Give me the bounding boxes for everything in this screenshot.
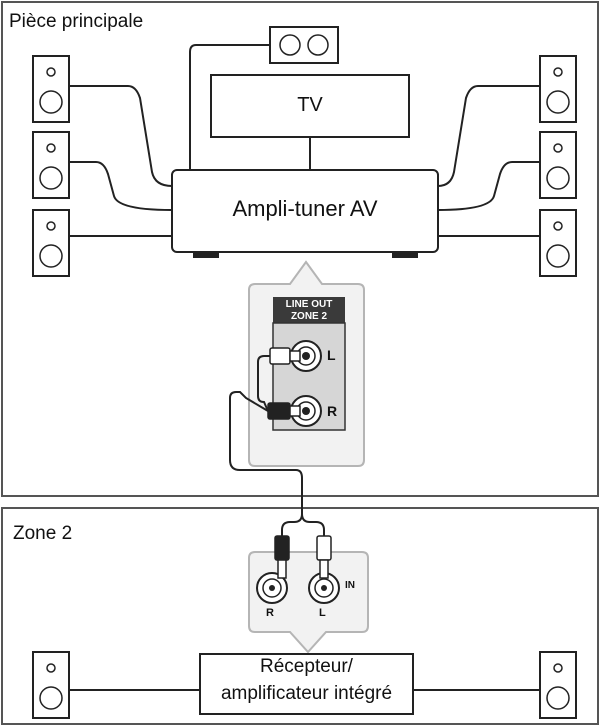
zone2-header: ZONE 2 bbox=[290, 311, 328, 322]
zone2-jack-l-label: L bbox=[319, 607, 326, 619]
rca-plug-black bbox=[267, 402, 301, 420]
speaker-front-right bbox=[539, 55, 577, 123]
av-receiver bbox=[171, 169, 439, 258]
zone2-interconnect-cable bbox=[229, 355, 325, 536]
line-out-callout bbox=[248, 260, 365, 467]
speaker-back-left bbox=[32, 209, 70, 277]
zone2-receiver-label-line2: amplificateur intégré bbox=[220, 683, 393, 704]
zone2-jack-r-label: R bbox=[266, 607, 274, 619]
speaker-center bbox=[269, 26, 339, 64]
zone2-frame bbox=[1, 507, 599, 725]
zone2-in-label: IN bbox=[345, 580, 355, 591]
main-jack-l-label: L bbox=[327, 347, 336, 363]
speaker-surround-right bbox=[539, 131, 577, 199]
av-receiver-label: Ampli-tuner AV bbox=[232, 196, 378, 221]
main-room-cables bbox=[68, 44, 540, 237]
line-out-header: LINE OUT bbox=[285, 299, 333, 310]
zone2-receiver-label-line1: Récepteur/ bbox=[260, 656, 353, 677]
tv-box bbox=[210, 74, 410, 138]
zone2-receiver-box bbox=[199, 653, 414, 715]
main-room-label: Pièce principale bbox=[9, 11, 144, 32]
speaker-zone2-right bbox=[539, 651, 577, 719]
speaker-back-right bbox=[539, 209, 577, 277]
speaker-surround-left bbox=[32, 131, 70, 199]
zone2-plug-white bbox=[316, 535, 332, 579]
tv-label: TV bbox=[297, 94, 323, 116]
main-jack-r-label: R bbox=[327, 403, 338, 419]
zone2-room-label: Zone 2 bbox=[13, 523, 73, 544]
speaker-front-left bbox=[32, 55, 70, 123]
zone2-plug-black bbox=[274, 535, 290, 579]
main-room-frame bbox=[1, 1, 599, 497]
rca-plug-white bbox=[269, 347, 301, 365]
zone2-input-callout bbox=[248, 551, 369, 654]
speaker-zone2-left bbox=[32, 651, 70, 719]
